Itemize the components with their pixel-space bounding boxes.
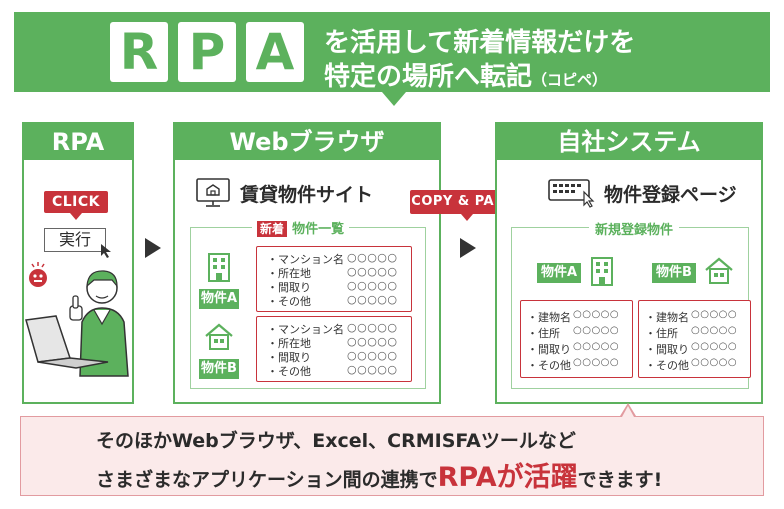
bottom-line-2-pre: さまざまなアプリケーション間の連携で [96, 469, 438, 491]
site-name: 賃貸物件サイト [240, 184, 374, 206]
new-badge: 新着 [257, 221, 288, 237]
mouse-cursor-icon [101, 244, 111, 258]
field-value: ○○○○○ [347, 335, 398, 348]
field-value: ○○○○○ [347, 349, 398, 362]
field-value: ○○○○○ [347, 279, 398, 292]
field-label: ・間取り [267, 351, 311, 364]
monitor-icon [196, 178, 230, 207]
field-value: ○○○○○ [691, 325, 738, 336]
system-property-b-card[interactable]: ・建物名 ・住所 ・間取り ・その他 ○○○○○ ○○○○○ ○○○○○ ○○○… [638, 300, 751, 378]
registration-page-name: 物件登録ページ [604, 184, 737, 206]
field-value: ○○○○○ [691, 309, 738, 320]
property-a-label: 物件A [199, 289, 239, 309]
banner-headline-1: を活用して新着情報だけを [324, 28, 636, 58]
property-b-card[interactable]: ・マンション名 ・所在地 ・間取り ・その他 ○○○○○ ○○○○○ ○○○○○… [256, 316, 412, 382]
field-label: ・マンション名 [267, 253, 344, 266]
field-label: ・その他 [645, 359, 689, 372]
field-label: ・所在地 [267, 267, 311, 280]
property-list-header: 新着 物件一覧 [252, 218, 350, 237]
click-tag: CLICK [44, 191, 108, 213]
flow-arrow-icon [460, 238, 476, 258]
field-label: ・建物名 [645, 311, 689, 324]
property-b-label: 物件B [652, 263, 696, 283]
letter-r: R [110, 22, 168, 82]
keyboard-icon [548, 179, 595, 208]
field-label: ・建物名 [527, 311, 571, 324]
new-registration-title: 新規登録物件 [589, 219, 680, 238]
house-icon [205, 323, 233, 350]
property-a-label: 物件A [537, 263, 581, 283]
property-a-card[interactable]: ・マンション名 ・所在地 ・間取り ・その他 ○○○○○ ○○○○○ ○○○○○… [256, 246, 412, 312]
field-value: ○○○○○ [347, 293, 398, 306]
banner-headline-2-main: 特定の場所へ転記 [324, 62, 533, 92]
exec-button[interactable]: 実行 [44, 228, 106, 252]
property-b-label: 物件B [199, 359, 239, 379]
letter-a: A [246, 22, 304, 82]
click-tag-pointer [70, 213, 82, 220]
system-panel-title: 自社システム [497, 124, 761, 160]
property-list-title: 物件一覧 [292, 222, 345, 237]
callout-pointer-fill [622, 406, 634, 417]
field-value: ○○○○○ [347, 251, 398, 264]
field-label: ・間取り [267, 281, 311, 294]
letter-p: P [178, 22, 236, 82]
rpa-panel-title: RPA [24, 124, 132, 160]
field-value: ○○○○○ [347, 321, 398, 334]
person-with-laptop-illustration [25, 262, 129, 377]
field-value: ○○○○○ [347, 265, 398, 278]
field-label: ・その他 [527, 359, 571, 372]
bottom-callout [20, 416, 764, 496]
building-icon [591, 257, 613, 286]
field-label: ・所在地 [267, 337, 311, 350]
field-label: ・その他 [267, 365, 311, 378]
bottom-line-2: さまざまなアプリケーション間の連携でRPAが活躍できます! [96, 455, 662, 494]
bottom-line-1: そのほかWebブラウザ、Excel、CRMISFAツールなど [96, 430, 576, 452]
field-label: ・その他 [267, 295, 311, 308]
field-value: ○○○○○ [573, 325, 620, 336]
field-label: ・住所 [645, 327, 678, 340]
field-label: ・間取り [527, 343, 571, 356]
field-value: ○○○○○ [573, 341, 620, 352]
field-label: ・住所 [527, 327, 560, 340]
system-property-a-card[interactable]: ・建物名 ・住所 ・間取り ・その他 ○○○○○ ○○○○○ ○○○○○ ○○○… [520, 300, 633, 378]
browser-panel-title: Webブラウザ [175, 124, 439, 160]
field-label: ・間取り [645, 343, 689, 356]
bottom-highlight: RPAが活躍 [437, 462, 578, 493]
banner-headline-2-sub: （コピペ） [532, 71, 608, 89]
bottom-line-2-post: できます! [577, 469, 663, 491]
copy-paste-tag-pointer [461, 214, 473, 221]
field-value: ○○○○○ [691, 341, 738, 352]
field-label: ・マンション名 [267, 323, 344, 336]
banner-pointer [382, 92, 406, 106]
building-icon [208, 253, 230, 282]
banner-headline-2: 特定の場所へ転記（コピペ） [324, 56, 607, 93]
field-value: ○○○○○ [347, 363, 398, 376]
field-value: ○○○○○ [573, 357, 620, 368]
flow-arrow-icon [145, 238, 161, 258]
house-icon [705, 257, 733, 284]
field-value: ○○○○○ [573, 309, 620, 320]
field-value: ○○○○○ [691, 357, 738, 368]
